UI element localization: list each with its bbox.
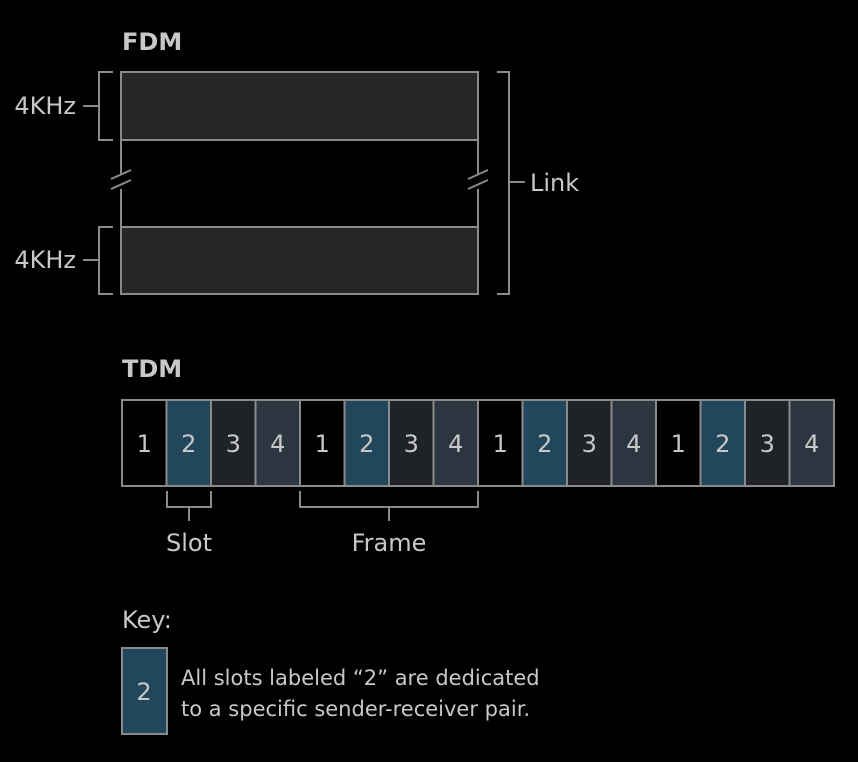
slot-label: Slot xyxy=(166,529,212,557)
key-sample-slot xyxy=(121,647,168,735)
tdm-slot-3 xyxy=(566,399,613,487)
tdm-slot-label: 3 xyxy=(582,430,597,458)
tdm-slot-4 xyxy=(254,399,301,487)
fdm-break-marks xyxy=(110,169,489,190)
tdm-slot-label: 1 xyxy=(315,430,330,458)
tdm-slot-label: 4 xyxy=(270,430,285,458)
tdm-slot-label: 4 xyxy=(626,430,641,458)
key-title: Key: xyxy=(122,606,172,634)
tdm-slot-1 xyxy=(655,399,702,487)
tdm-slot-label: 1 xyxy=(493,430,508,458)
frame-bracket xyxy=(299,491,479,521)
tdm-slot-label: 3 xyxy=(404,430,419,458)
tdm-slot-3 xyxy=(210,399,257,487)
tdm-slot-2 xyxy=(165,399,212,487)
fdm-band-top xyxy=(120,71,479,141)
tdm-slot-label: 4 xyxy=(448,430,463,458)
tdm-slot-label: 2 xyxy=(537,430,552,458)
fdm-link-bracket xyxy=(497,71,525,295)
fdm-link-label: Link xyxy=(530,169,579,197)
fdm-band-label-bottom: 4KHz xyxy=(14,246,76,274)
tdm-slot-1 xyxy=(299,399,346,487)
fdm-band-bottom xyxy=(120,226,479,295)
tdm-slot-label: 2 xyxy=(359,430,374,458)
tdm-slot-3 xyxy=(744,399,791,487)
tdm-slot-3 xyxy=(388,399,435,487)
key-description-line1: All slots labeled “2” are dedicated xyxy=(181,666,540,690)
fdm-band-bracket-bottom xyxy=(83,226,113,295)
tdm-slot-label: 2 xyxy=(181,430,196,458)
key-description-line2: to a specific sender-receiver pair. xyxy=(181,697,530,721)
tdm-slot-label: 1 xyxy=(137,430,152,458)
tdm-slot-2 xyxy=(343,399,390,487)
tdm-slot-label: 2 xyxy=(715,430,730,458)
tdm-slot-label: 4 xyxy=(804,430,819,458)
tdm-title: TDM xyxy=(122,355,182,383)
key-sample-slot-label: 2 xyxy=(136,678,151,706)
slot-bracket xyxy=(166,491,212,521)
fdm-title: FDM xyxy=(122,28,182,56)
tdm-slot-label: 1 xyxy=(671,430,686,458)
tdm-slot-label: 3 xyxy=(226,430,241,458)
fdm-band-label-top: 4KHz xyxy=(14,92,76,120)
fdm-link-channel xyxy=(120,140,479,228)
fdm-band-bracket-top xyxy=(83,71,113,141)
tdm-slot-2 xyxy=(521,399,568,487)
tdm-slot-label: 3 xyxy=(760,430,775,458)
tdm-slot-1 xyxy=(477,399,524,487)
tdm-slot-4 xyxy=(788,399,835,487)
frame-label: Frame xyxy=(352,529,427,557)
tdm-slot-row: 1 2 3 4 1 2 3 4 1 2 3 4 1 2 3 4 xyxy=(121,399,835,487)
